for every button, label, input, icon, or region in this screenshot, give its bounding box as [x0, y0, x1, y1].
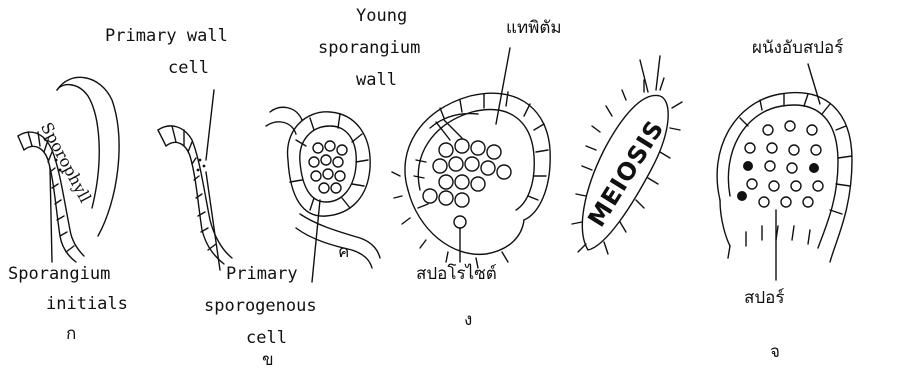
label-primary-wall-cell-line1: Primary wall: [105, 28, 228, 45]
label-primary-wall-cell-line2: cell: [168, 60, 209, 77]
label-primary-sporogenous-cell-line3: cell: [246, 330, 287, 347]
label-primary-sporogenous-cell-line2: sporogenous: [204, 298, 317, 315]
panel-letter-c: ค: [338, 244, 349, 261]
label-young-sporangium-wall-line3: wall: [356, 72, 397, 89]
panel-letter-a: ก: [66, 326, 76, 343]
panel-e-drawing: [717, 64, 852, 280]
panel-d-drawing: [392, 48, 550, 268]
panel-c-drawing: [266, 107, 380, 282]
panel-letter-b: ข: [262, 352, 274, 369]
panel-letter-d: ง: [464, 312, 472, 329]
label-tapetum: แทพิตัม: [506, 20, 562, 37]
label-young-sporangium-wall-line2: sporangium: [318, 40, 420, 57]
label-spore: สปอร์: [744, 290, 785, 307]
sporogenous-cells-c: [309, 141, 347, 193]
panel-letter-e: จ: [770, 344, 780, 361]
label-spore-wall: ผนังอับสปอร์: [752, 40, 843, 57]
label-young-sporangium-wall-line1: Young: [356, 8, 407, 25]
panel-b-drawing: [158, 90, 232, 270]
label-sporocyte: สปอโรไซต์: [416, 266, 497, 283]
label-primary-sporogenous-cell-line1: Primary: [226, 266, 298, 283]
label-sporangium-initials-line1: Sporangium: [8, 266, 110, 283]
sporocytes-d: [423, 139, 511, 228]
spores-e: [737, 121, 823, 207]
label-sporangium-initials-line2: initials: [46, 296, 128, 313]
